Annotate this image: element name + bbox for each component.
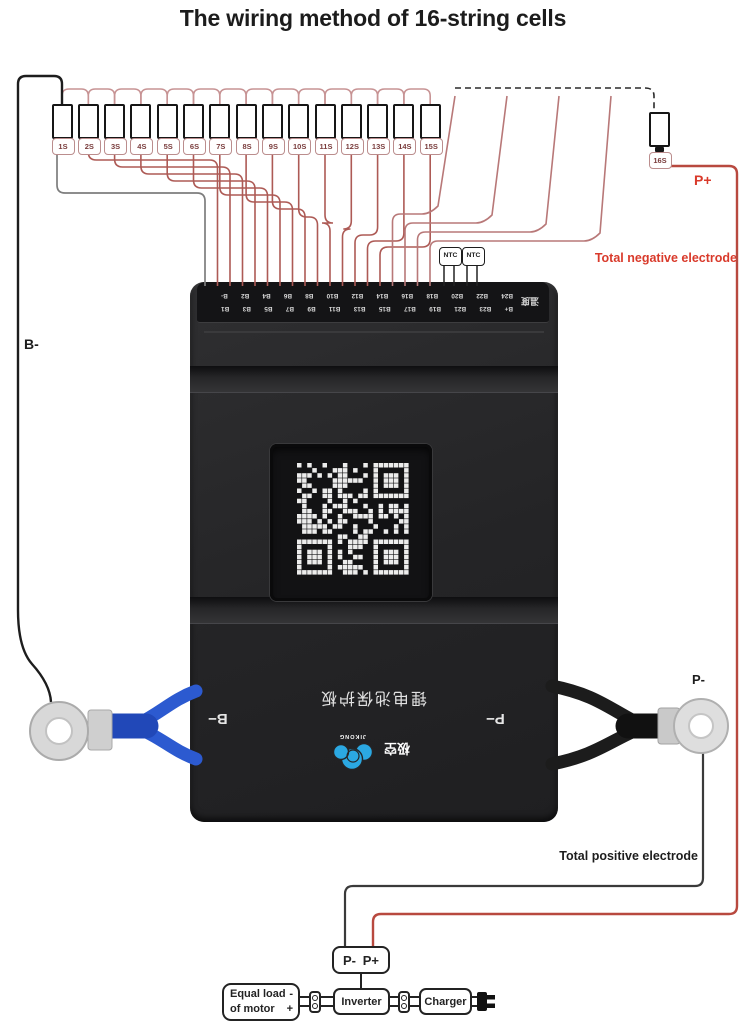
inverter-box: Inverter <box>333 988 390 1015</box>
series-link-5 <box>166 88 195 104</box>
series-link-12 <box>350 88 379 104</box>
load-line2: of motor <box>230 1003 275 1015</box>
board-seam <box>204 331 544 333</box>
blue-cable-assembly <box>29 684 203 766</box>
total-positive-label: Total positive electrode <box>559 849 698 863</box>
series-link-8 <box>245 88 274 104</box>
balance-wire-right-0 <box>391 95 456 286</box>
p-minus-label: P- <box>692 672 705 687</box>
cloud-icon <box>332 742 374 771</box>
series-links <box>61 88 431 104</box>
total-positive-wire <box>343 752 705 948</box>
load-minus: - <box>289 988 293 1000</box>
balance-wire-right-2 <box>416 95 560 286</box>
page-title: The wiring method of 16-string cells <box>179 5 567 31</box>
series-link-13 <box>376 88 405 104</box>
balance-wire-10S <box>297 148 319 286</box>
ntc-sensor-2: NTC <box>462 247 485 266</box>
ac-plug-icon <box>477 992 495 1011</box>
board-groove-bottom <box>190 597 558 624</box>
ntc-wires <box>443 263 478 286</box>
ntc-sensor-1: NTC <box>439 247 462 266</box>
sense-wire-b- <box>56 148 206 286</box>
balance-wire-2S <box>87 148 219 286</box>
connector-plug-1 <box>309 991 321 1013</box>
total-negative-label: Total negative electrode <box>594 251 737 265</box>
qr-code <box>297 463 409 575</box>
pbox-p-plus: P+ <box>362 952 379 968</box>
series-link-6 <box>192 88 221 104</box>
pbox-p-minus: P- <box>343 952 356 968</box>
jikong-logo: 极空 JIKONG <box>318 722 410 774</box>
board-groove-top <box>190 366 558 393</box>
load-line1: Equal load <box>230 988 286 1000</box>
balance-wire-right-1 <box>404 95 508 286</box>
dashed-link-16s <box>455 87 655 110</box>
balance-connector-strip <box>197 282 549 323</box>
charger-box: Charger <box>419 988 472 1015</box>
balance-wire-13S <box>354 148 379 286</box>
balance-wire-right-3 <box>429 95 612 286</box>
balance-wire-12S <box>341 148 353 286</box>
series-link-7 <box>219 88 247 104</box>
balance-wire-11S <box>321 148 334 286</box>
series-link-3 <box>113 88 142 104</box>
black-cable-assembly <box>545 679 729 771</box>
balance-wire-14S <box>366 148 405 286</box>
balance-wires <box>56 95 612 286</box>
connector-plug-2 <box>398 991 410 1013</box>
balance-wire-4S <box>140 148 244 286</box>
balance-wire-7S <box>219 148 281 286</box>
load-plus: + <box>286 1003 293 1015</box>
series-link-9 <box>271 88 300 104</box>
b-minus-label: B- <box>24 336 39 352</box>
series-link-4 <box>140 88 168 104</box>
series-link-14 <box>403 88 431 104</box>
balance-wire-8S <box>245 148 294 286</box>
series-link-10 <box>297 88 326 104</box>
p-plus-label: P+ <box>694 172 712 188</box>
balance-wire-3S <box>113 148 231 286</box>
series-link-2 <box>87 88 116 104</box>
balance-wire-5S <box>166 148 256 286</box>
pack-positive-wire <box>371 146 739 948</box>
pack-negative-wire <box>16 74 64 703</box>
balance-wire-6S <box>192 148 269 286</box>
equal-load-box: Equal load- of motor + <box>222 983 300 1021</box>
output-terminal-box: P- P+ <box>332 946 390 974</box>
series-link-1 <box>61 88 90 104</box>
balance-wire-9S <box>271 148 306 286</box>
series-link-11 <box>324 88 353 104</box>
